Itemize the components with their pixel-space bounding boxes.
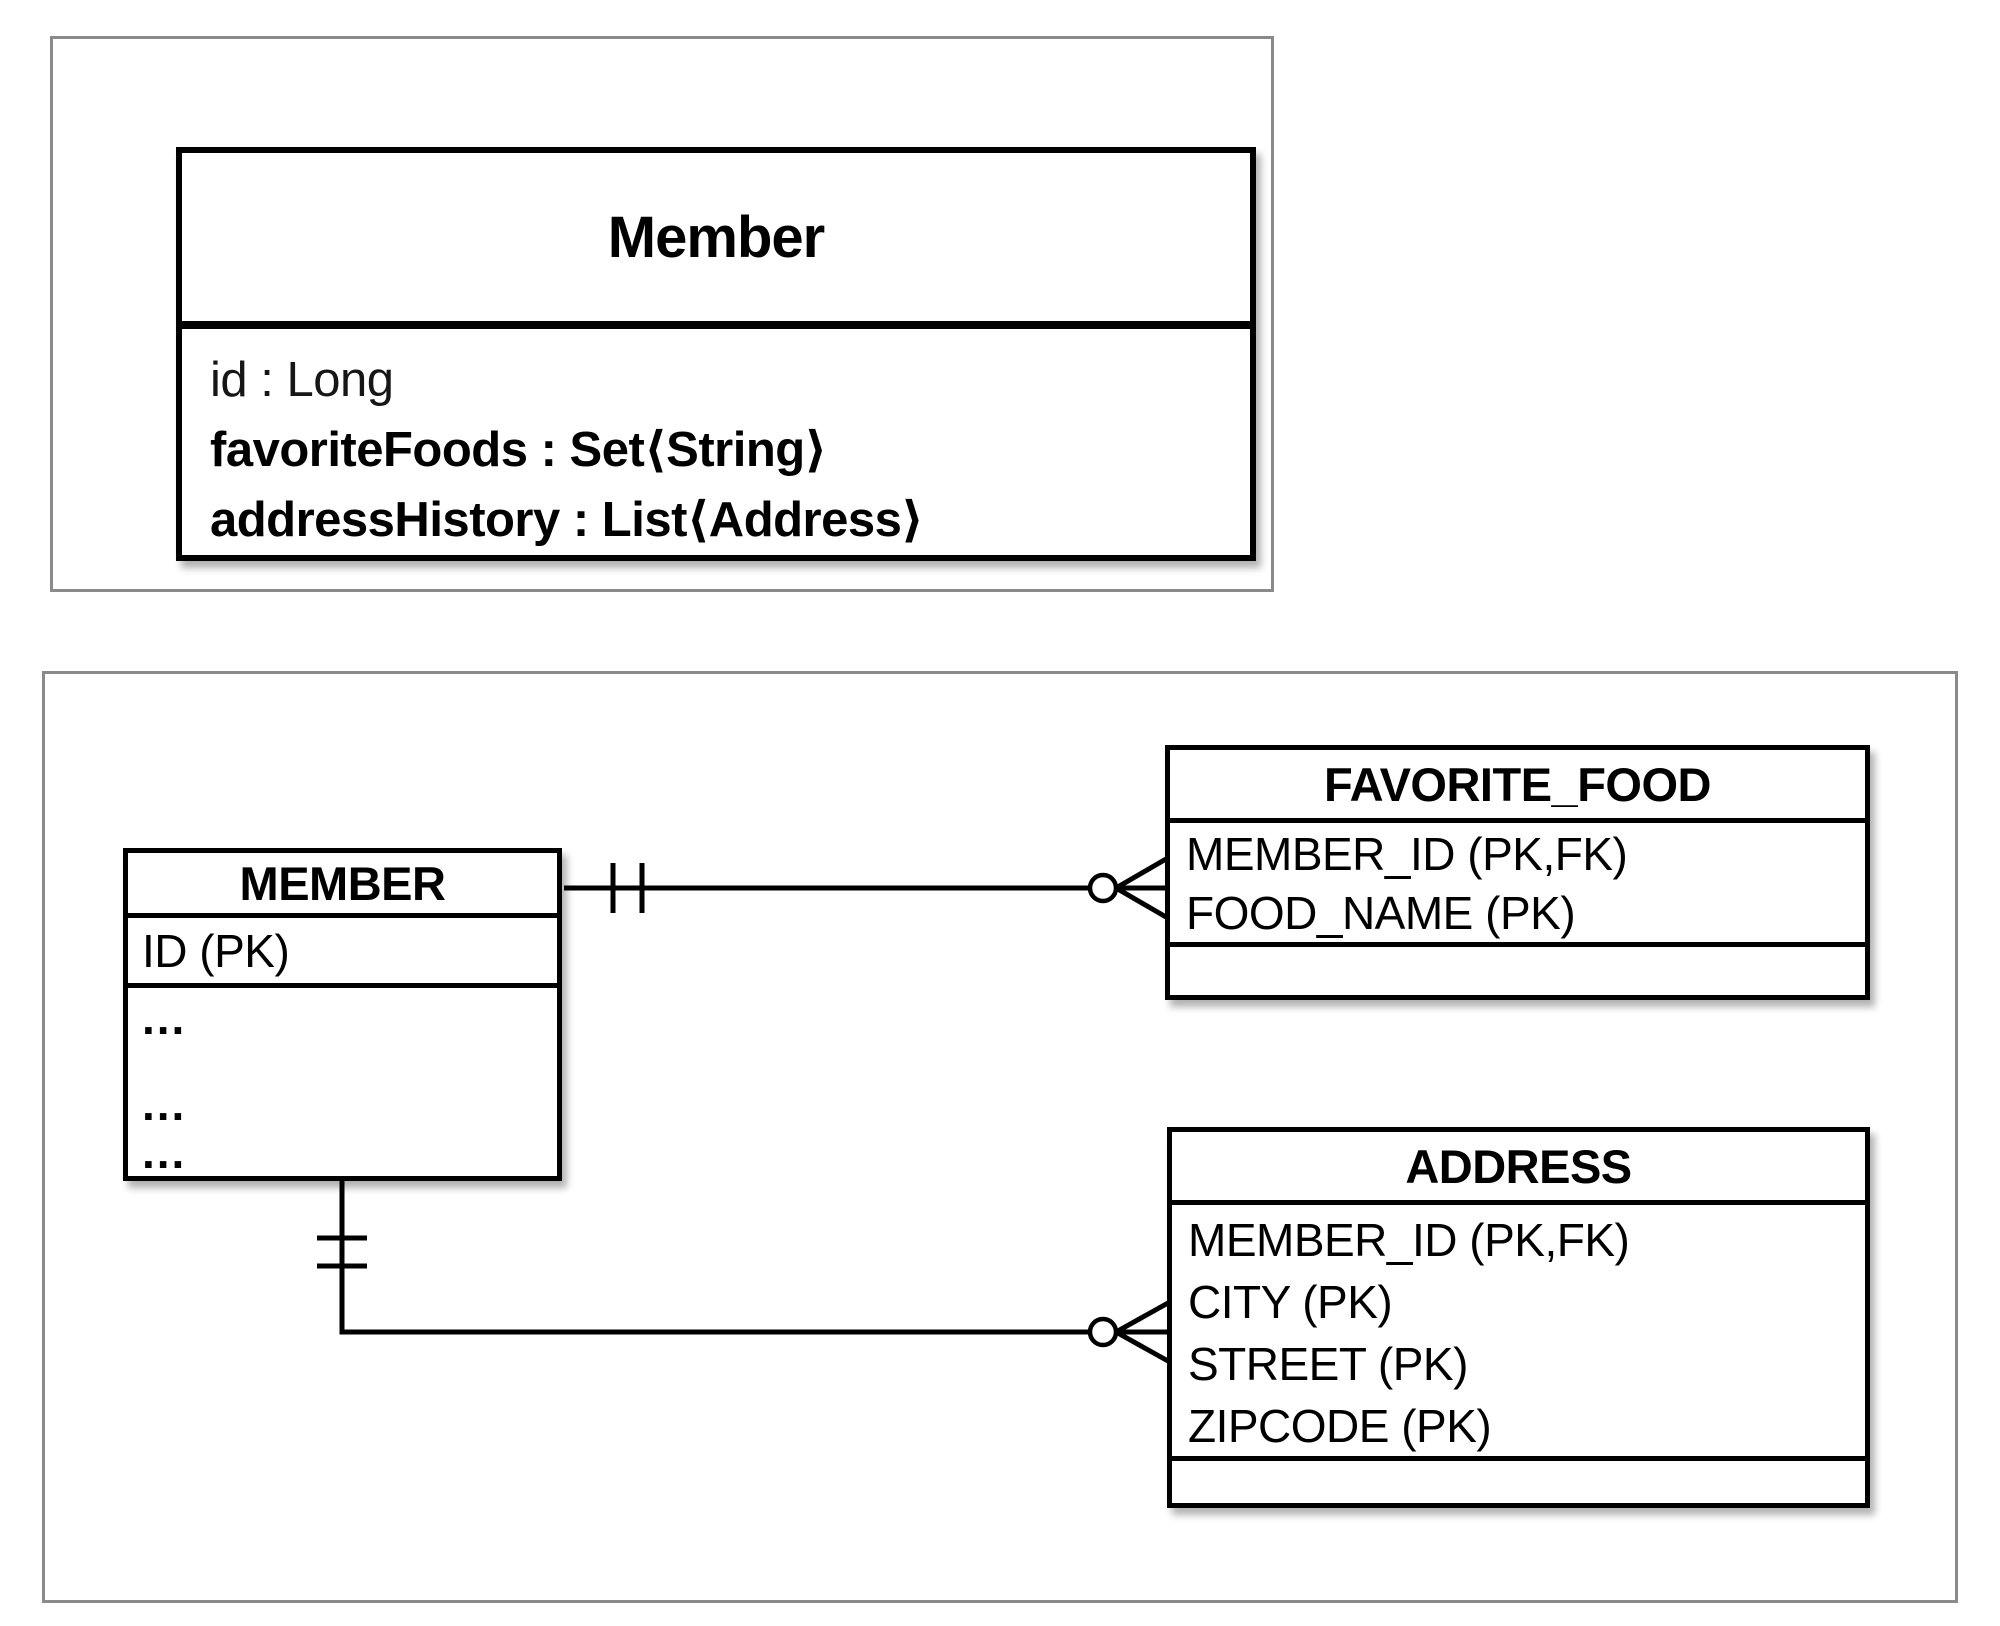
er-table-member-key-row: ID (PK) [128, 918, 557, 988]
er-column-member-id: MEMBER_ID (PK,FK) [1186, 828, 1628, 880]
uml-panel: Member id : Long favoriteFoods : Set⟨Str… [50, 36, 1274, 592]
er-table-address: ADDRESS MEMBER_ID (PK,FK) CITY (PK) STRE… [1167, 1127, 1870, 1508]
er-column-city: CITY (PK) [1188, 1276, 1393, 1328]
er-table-favorite-food-columns: MEMBER_ID (PK,FK) FOOD_NAME (PK) [1170, 823, 1865, 947]
er-table-address-footer [1172, 1461, 1865, 1503]
er-ellipsis-row: ... [142, 992, 187, 1044]
uml-attribute-favorite-foods: favoriteFoods : Set⟨String⟩ [210, 423, 827, 477]
uml-class-title: Member [182, 153, 1250, 329]
er-table-member-title: MEMBER [128, 853, 557, 919]
er-table-member-body: ... ... ... [128, 988, 557, 1176]
er-table-favorite-food-title: FAVORITE_FOOD [1170, 750, 1865, 823]
er-column-food-name: FOOD_NAME (PK) [1186, 887, 1576, 939]
uml-attribute-address-history: addressHistory : List⟨Address⟩ [210, 493, 924, 547]
er-table-favorite-food-footer [1170, 947, 1865, 995]
er-column-member-id: MEMBER_ID (PK,FK) [1188, 1214, 1630, 1266]
er-ellipsis-row: ... [142, 1126, 187, 1178]
er-column-street: STREET (PK) [1188, 1338, 1468, 1390]
uml-class-attributes: id : Long favoriteFoods : Set⟨String⟩ ad… [182, 329, 1250, 555]
er-column-zipcode: ZIPCODE (PK) [1188, 1400, 1492, 1452]
er-table-member: MEMBER ID (PK) ... ... ... [123, 848, 562, 1181]
er-ellipsis-row: ... [142, 1078, 187, 1130]
uml-class-member: Member id : Long favoriteFoods : Set⟨Str… [176, 147, 1256, 561]
er-table-address-columns: MEMBER_ID (PK,FK) CITY (PK) STREET (PK) … [1172, 1205, 1865, 1461]
er-column-id: ID (PK) [142, 924, 290, 977]
er-table-address-title: ADDRESS [1172, 1132, 1865, 1205]
uml-attribute-id: id : Long [210, 353, 394, 407]
er-table-favorite-food: FAVORITE_FOOD MEMBER_ID (PK,FK) FOOD_NAM… [1165, 745, 1870, 1000]
